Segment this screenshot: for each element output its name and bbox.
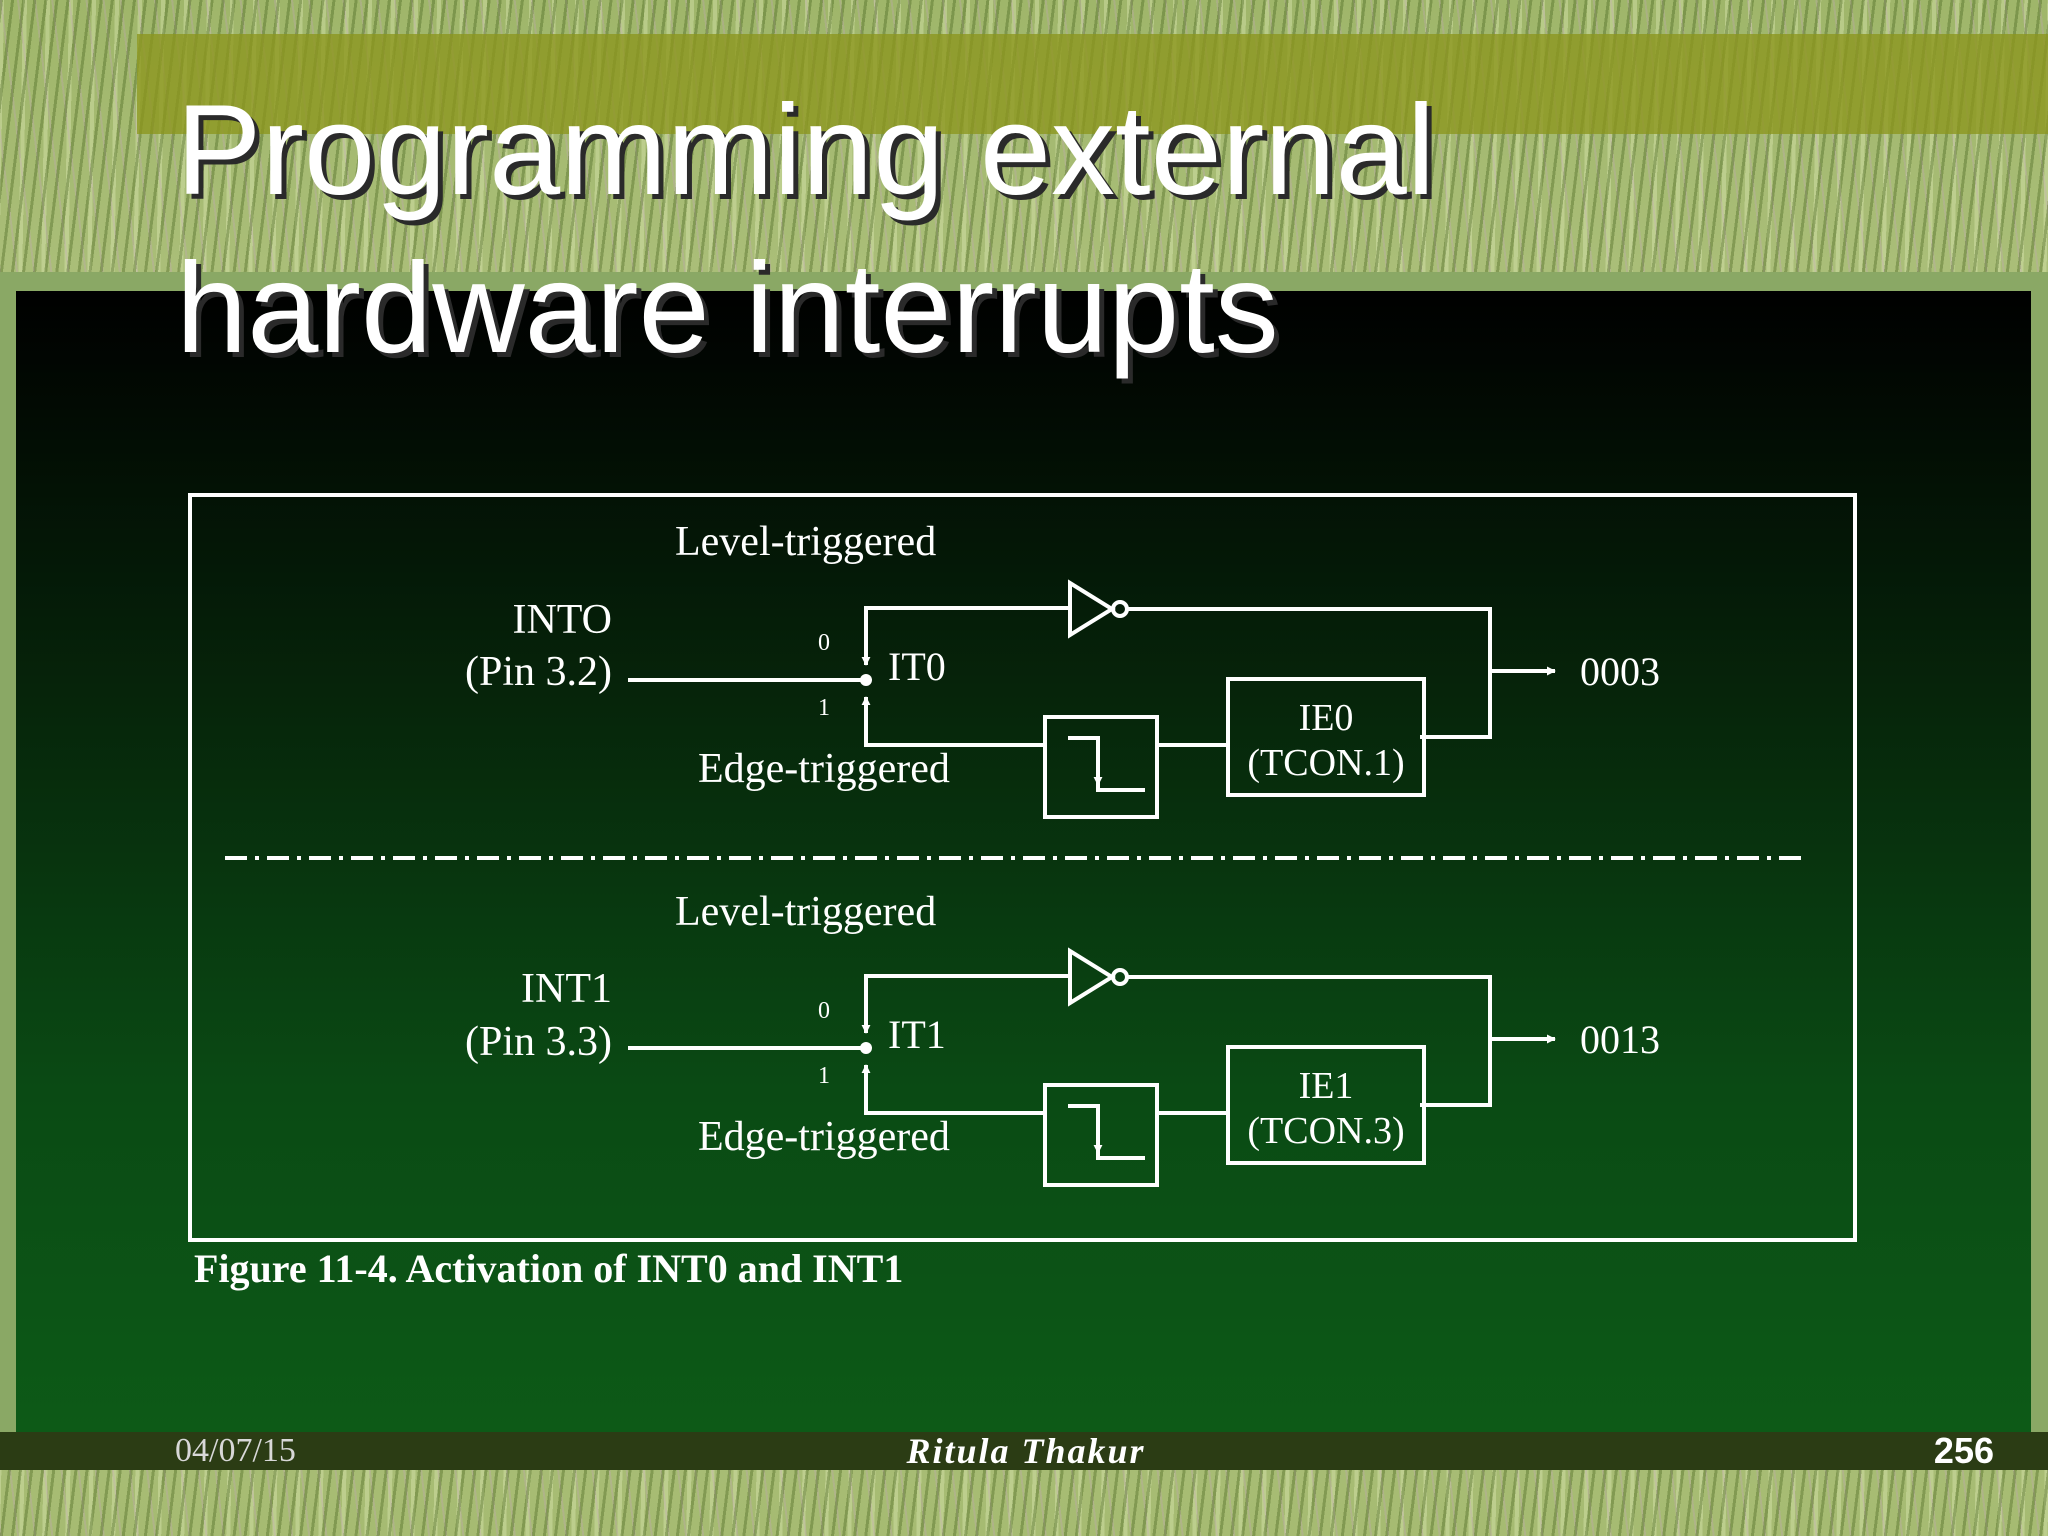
int0-edge-triggered-label: Edge-triggered: [698, 746, 950, 792]
interrupt-activation-diagram: Level-triggered INTO (Pin 3.2) 0 1 IT0 E…: [180, 485, 1860, 1315]
int0-select-0-label: 0: [818, 630, 830, 656]
int0-junction: [860, 674, 872, 686]
footer-bar: [0, 1432, 2048, 1470]
footer-author: Ritula Thakur: [906, 1431, 1146, 1471]
content-panel: [16, 291, 2031, 1433]
int1-inverter-icon: [1068, 947, 1116, 1007]
int0-falling-edge-icon: [1068, 736, 1145, 792]
int0-pin-name: INTO: [512, 597, 612, 643]
int1-level-triggered-label: Level-triggered: [675, 889, 936, 935]
int1-flag-ref: (TCON.3): [1247, 1110, 1404, 1152]
int0-edge-detector: [1043, 715, 1159, 819]
int1-circuit: Level-triggered INT1 (Pin 3.3) 0 1 IT1 E…: [465, 889, 1660, 1187]
int0-edge-path: [864, 735, 1045, 747]
title-band: [137, 34, 2048, 134]
int0-level-triggered-label: Level-triggered: [675, 519, 936, 565]
int0-level-path: [864, 606, 1068, 625]
int1-select-0-label: 0: [818, 998, 830, 1024]
int0-select-1-label: 1: [818, 695, 830, 721]
int0-flag-ref: (TCON.1): [1247, 742, 1404, 784]
int1-edge-triggered-label: Edge-triggered: [698, 1114, 950, 1160]
int1-pin-name: INT1: [521, 966, 612, 1012]
int1-edge-path: [864, 1103, 1045, 1115]
int0-inverter-icon: [1068, 579, 1116, 639]
int1-junction: [860, 1042, 872, 1054]
int0-flag-box: [1226, 677, 1426, 797]
int1-pin-ref: (Pin 3.3): [465, 1019, 612, 1065]
int1-edge-detector: [1043, 1083, 1159, 1187]
int0-circuit: Level-triggered INTO (Pin 3.2) 0 1 IT0 E…: [465, 519, 1660, 819]
int1-select-1-label: 1: [818, 1063, 830, 1089]
int1-flag-name: IE1: [1299, 1065, 1354, 1107]
footer-date: 04/07/15: [175, 1432, 296, 1469]
int1-flag-box: [1226, 1045, 1426, 1165]
int1-vector-address: 0013: [1580, 1017, 1660, 1062]
footer-page-number: 256: [1933, 1430, 1994, 1471]
figure-frame: [188, 493, 1857, 1242]
slide-title: Programming external hardware interrupts: [176, 79, 1436, 380]
int1-falling-edge-icon: [1068, 1104, 1145, 1160]
int1-level-path: [864, 974, 1068, 993]
int0-pin-ref: (Pin 3.2): [465, 649, 612, 695]
int1-it-bit-label: IT1: [888, 1012, 946, 1057]
int0-flag-name: IE0: [1299, 697, 1354, 739]
int0-vector-address: 0003: [1580, 649, 1660, 694]
int0-it-bit-label: IT0: [888, 644, 946, 689]
figure-caption: Figure 11-4. Activation of INT0 and INT1: [194, 1246, 903, 1291]
